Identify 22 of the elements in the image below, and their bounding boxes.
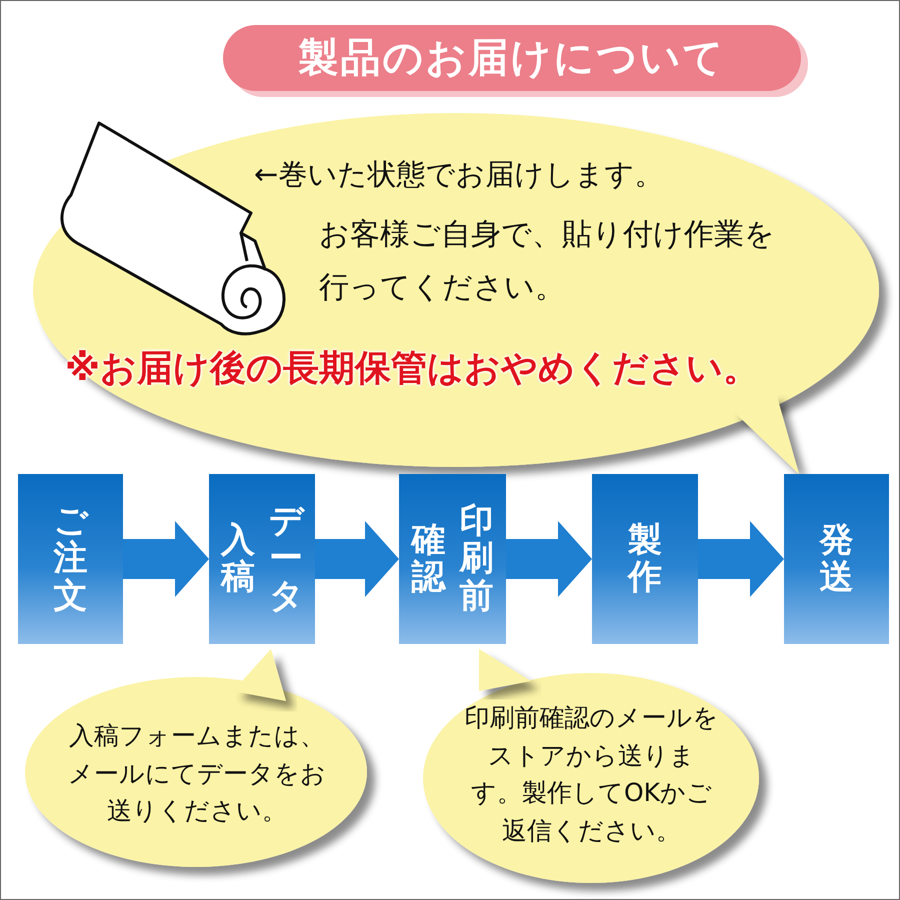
note-text: お客様ご自身で、貼り付け作業を行ってください。 — [319, 216, 776, 306]
step-box — [209, 474, 315, 644]
step-label: ご注文 — [54, 502, 88, 616]
step-box — [784, 474, 889, 644]
bubble-text: 入稿フォームまたは、メールにてデータをお送りください。 — [67, 720, 327, 827]
step-box — [592, 474, 698, 644]
warning-note: ※お届け後の長期保管はおやめください。 — [65, 347, 760, 391]
step-label: 確認 — [412, 522, 446, 596]
step-label: 発送 — [820, 522, 854, 596]
step-box — [399, 474, 506, 644]
note-text: ←巻いた状態でお届けします。 — [254, 156, 664, 193]
step-label: 印刷前 — [460, 502, 494, 616]
bubble-text: 印刷前確認のメールをストアから送ります。製作してOKかご返信ください。 — [464, 702, 719, 846]
title-banner: 製品のお届けについて — [223, 25, 801, 91]
flow-arrow — [123, 521, 209, 597]
step-label: 入稿 — [221, 522, 255, 596]
flow-arrow — [506, 521, 592, 597]
step-box — [18, 474, 123, 644]
flow-arrow — [698, 521, 784, 597]
step-label: データ — [269, 502, 303, 616]
flow-arrow — [315, 521, 399, 597]
step-label: 製作 — [628, 522, 662, 596]
